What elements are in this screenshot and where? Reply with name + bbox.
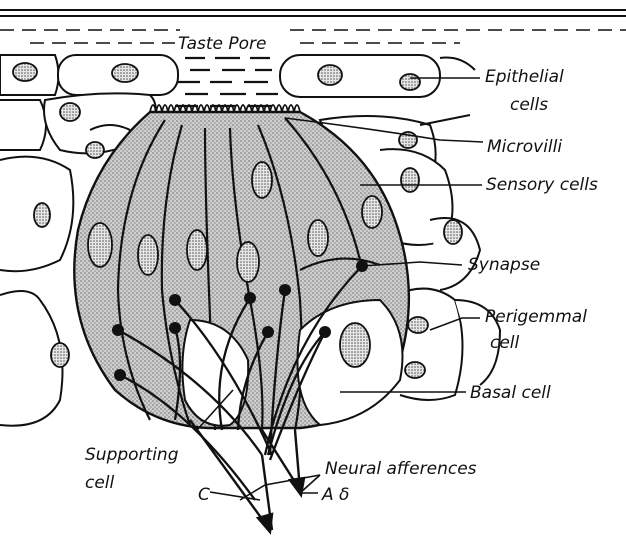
basal-cell-label: Basal cell	[470, 383, 551, 403]
epithelial-label-line2: cells	[510, 95, 548, 115]
microvilli-label: Microvilli	[487, 137, 562, 157]
efferent-arrows	[190, 420, 304, 532]
sensory-cells-label: Sensory cells	[486, 175, 598, 195]
neural-afferences-label: Neural afferences	[325, 459, 477, 479]
fiber-a-delta-label: A δ	[321, 485, 349, 505]
taste-pore-fluid	[175, 58, 278, 106]
perigemmal-label-line2: cell	[490, 333, 520, 353]
supporting-cell-label-line1: Supporting	[85, 445, 179, 465]
epithelial-label-line1: Epithelial	[485, 67, 564, 87]
supporting-cell-label-line2: cell	[85, 473, 115, 493]
mucus-layer	[0, 10, 626, 43]
synapse-label: Synapse	[468, 255, 540, 275]
perigemmal-label-line1: Perigemmal	[485, 307, 587, 327]
fiber-c-label: C	[198, 485, 210, 505]
taste-pore-label: Taste Pore	[178, 34, 267, 54]
